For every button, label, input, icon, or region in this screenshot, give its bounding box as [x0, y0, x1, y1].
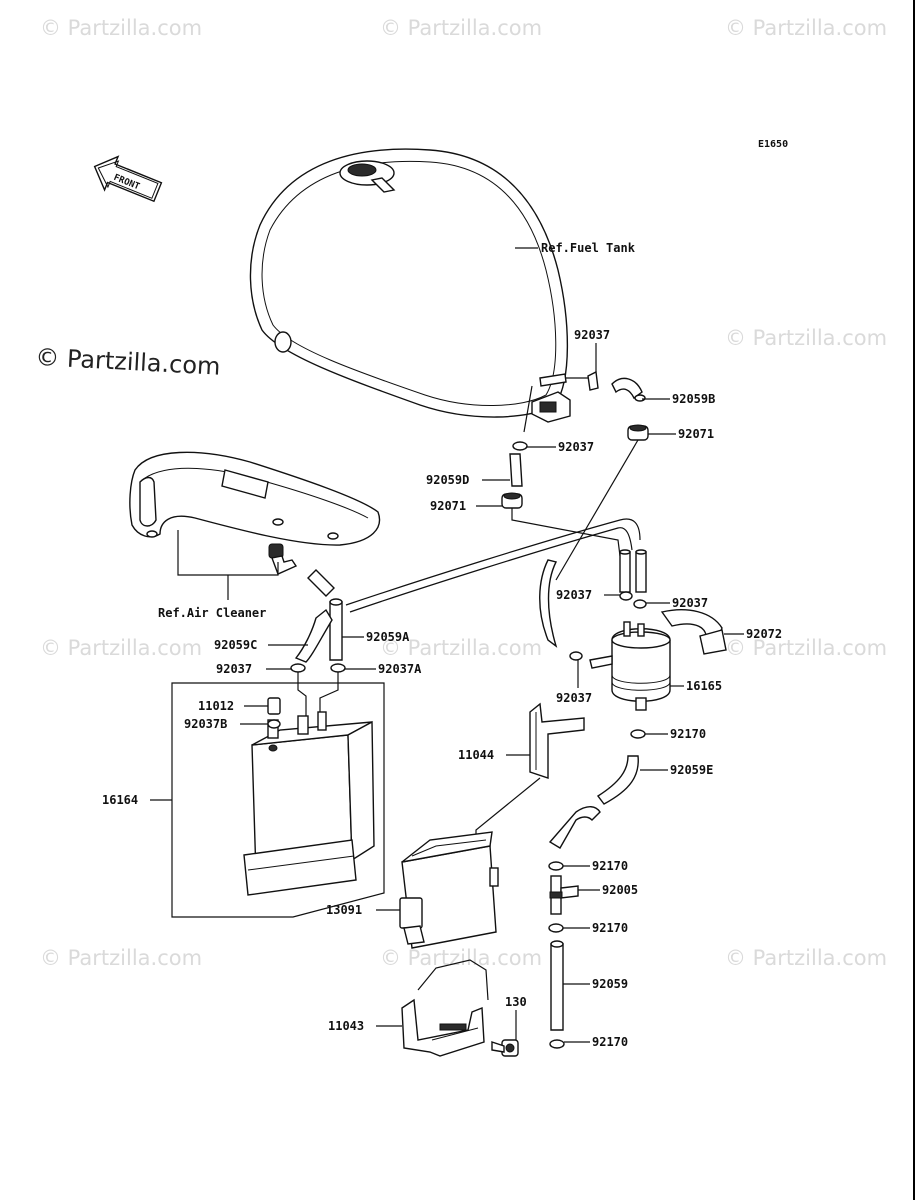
case-13091 — [399, 831, 499, 949]
watermark: © Partzilla.com — [725, 946, 887, 970]
canister-16164 — [243, 711, 375, 896]
callout-92071: 92071 — [678, 427, 714, 441]
clip-92170-c — [548, 923, 564, 933]
hose-92059E — [596, 755, 639, 805]
watermark: © Partzilla.com — [40, 16, 202, 40]
fuel-tank — [249, 148, 590, 433]
callout-92059D: 92059D — [426, 473, 469, 487]
callout-16165: 16165 — [686, 679, 722, 693]
hose-92059 — [550, 943, 564, 1031]
leader-ref-air-cleaner — [177, 530, 279, 600]
callout-labels: 92037 92059B 92037 92071 92059D 92071 92… — [102, 328, 782, 1049]
grommet-92071-right — [627, 424, 649, 441]
watermark: © Partzilla.com — [725, 16, 887, 40]
hose-elbow — [548, 806, 601, 849]
ref-air-cleaner-label: Ref.Air Cleaner — [158, 606, 266, 620]
grommet-92071-left — [501, 492, 523, 509]
callout-92170: 92170 — [592, 1035, 628, 1049]
front-arrow-icon: FRONT — [93, 155, 163, 203]
clip-92037-mid — [512, 441, 528, 451]
watermark: © Partzilla.com — [380, 636, 542, 660]
canister-bracket-box — [171, 682, 385, 918]
clip-92170-a — [630, 729, 646, 739]
clip-92037A — [330, 663, 346, 673]
clip-92037B — [267, 719, 281, 729]
watermark: © Partzilla.com — [725, 636, 887, 660]
callout-92072: 92072 — [746, 627, 782, 641]
callout-92170: 92170 — [592, 921, 628, 935]
callout-11012: 11012 — [198, 699, 234, 713]
vent-line — [345, 518, 641, 606]
hose-92059D — [509, 453, 523, 487]
clip-92170-b — [548, 861, 564, 871]
tee-fitting-92005 — [549, 875, 579, 915]
callout-13091: 13091 — [326, 903, 362, 917]
hose-92059C — [294, 608, 333, 663]
callout-92170: 92170 — [670, 727, 706, 741]
clip-92170-d — [549, 1039, 565, 1049]
callout-92037B: 92037B — [184, 717, 227, 731]
diagram-code: E1650 — [758, 139, 788, 150]
callout-92037: 92037 — [556, 691, 592, 705]
clip-92037-filter-right — [633, 599, 647, 609]
callout-130: 130 — [505, 995, 527, 1009]
callout-92037: 92037 — [558, 440, 594, 454]
clip-92037-filter-left — [619, 591, 633, 601]
callout-92037A: 92037A — [378, 662, 422, 676]
callout-92037: 92037 — [216, 662, 252, 676]
watermark-main: © Partzilla.com — [35, 343, 221, 381]
watermark: © Partzilla.com — [725, 326, 887, 350]
callout-92037: 92037 — [672, 596, 708, 610]
callout-92059A: 92059A — [366, 630, 410, 644]
callout-11044: 11044 — [458, 748, 494, 762]
clip-92037-filter-bottom — [569, 651, 583, 661]
watermark: © Partzilla.com — [40, 636, 202, 660]
callout-92170: 92170 — [592, 859, 628, 873]
callout-11043: 11043 — [328, 1019, 364, 1033]
cap-11012 — [267, 697, 281, 715]
callout-92059C: 92059C — [214, 638, 257, 652]
leader-lines — [150, 343, 744, 1043]
bracket-11043 — [401, 998, 485, 1057]
callout-16164: 16164 — [102, 793, 138, 807]
callout-92059E: 92059E — [670, 763, 713, 777]
callout-92005: 92005 — [602, 883, 638, 897]
callout-92059B: 92059B — [672, 392, 715, 406]
hose-92059A — [329, 601, 343, 661]
bolt-130 — [491, 1039, 519, 1057]
air-cleaner — [129, 451, 381, 575]
bracket-11044 — [529, 702, 585, 779]
hose-short — [307, 569, 335, 597]
clip-92037-top — [587, 370, 599, 391]
ref-fuel-tank-label: Ref.Fuel Tank — [541, 241, 636, 255]
hose-92059B — [611, 377, 643, 400]
callout-92059: 92059 — [592, 977, 628, 991]
callout-92037: 92037 — [574, 328, 610, 342]
fuel-filter — [539, 549, 671, 711]
clip-92037-canister — [290, 663, 306, 673]
watermark: © Partzilla.com — [40, 946, 202, 970]
callout-92071: 92071 — [430, 499, 466, 513]
watermark: © Partzilla.com — [380, 946, 542, 970]
watermark: © Partzilla.com — [380, 16, 542, 40]
callout-92037: 92037 — [556, 588, 592, 602]
